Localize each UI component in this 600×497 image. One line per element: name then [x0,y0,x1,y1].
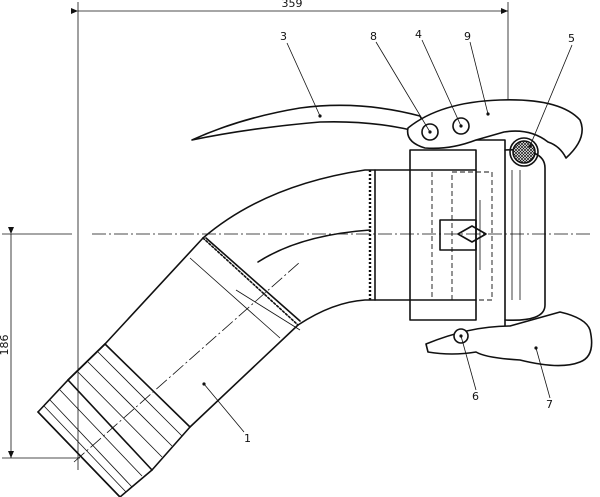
callout-3-label: 3 [280,30,287,43]
coupling-body [409,139,546,331]
callout-7: 7 [534,346,553,411]
callout-1-label: 1 [244,432,251,445]
seal-ring [512,140,536,164]
dimension-height: 186 [0,227,80,459]
lower-lever-arm [425,311,593,367]
callout-7-label: 7 [546,398,553,411]
callout-5: 5 [528,32,575,148]
dimension-length: 359 [71,0,509,470]
dimension-length-value: 359 [282,0,303,10]
callout-3: 3 [280,30,322,118]
callout-6-label: 6 [472,390,479,403]
hose-axis-centerline [73,261,301,463]
callout-4: 4 [415,28,463,128]
callout-4-label: 4 [415,28,422,41]
callout-9: 9 [464,30,490,116]
callout-6: 6 [459,334,479,403]
callout-5-label: 5 [568,32,575,45]
callout-8-label: 8 [370,30,377,43]
dimension-height-value: 186 [0,335,11,356]
callout-1: 1 [202,382,251,445]
callout-8: 8 [370,30,432,134]
hose-tail [37,169,411,497]
callout-9-label: 9 [464,30,471,43]
